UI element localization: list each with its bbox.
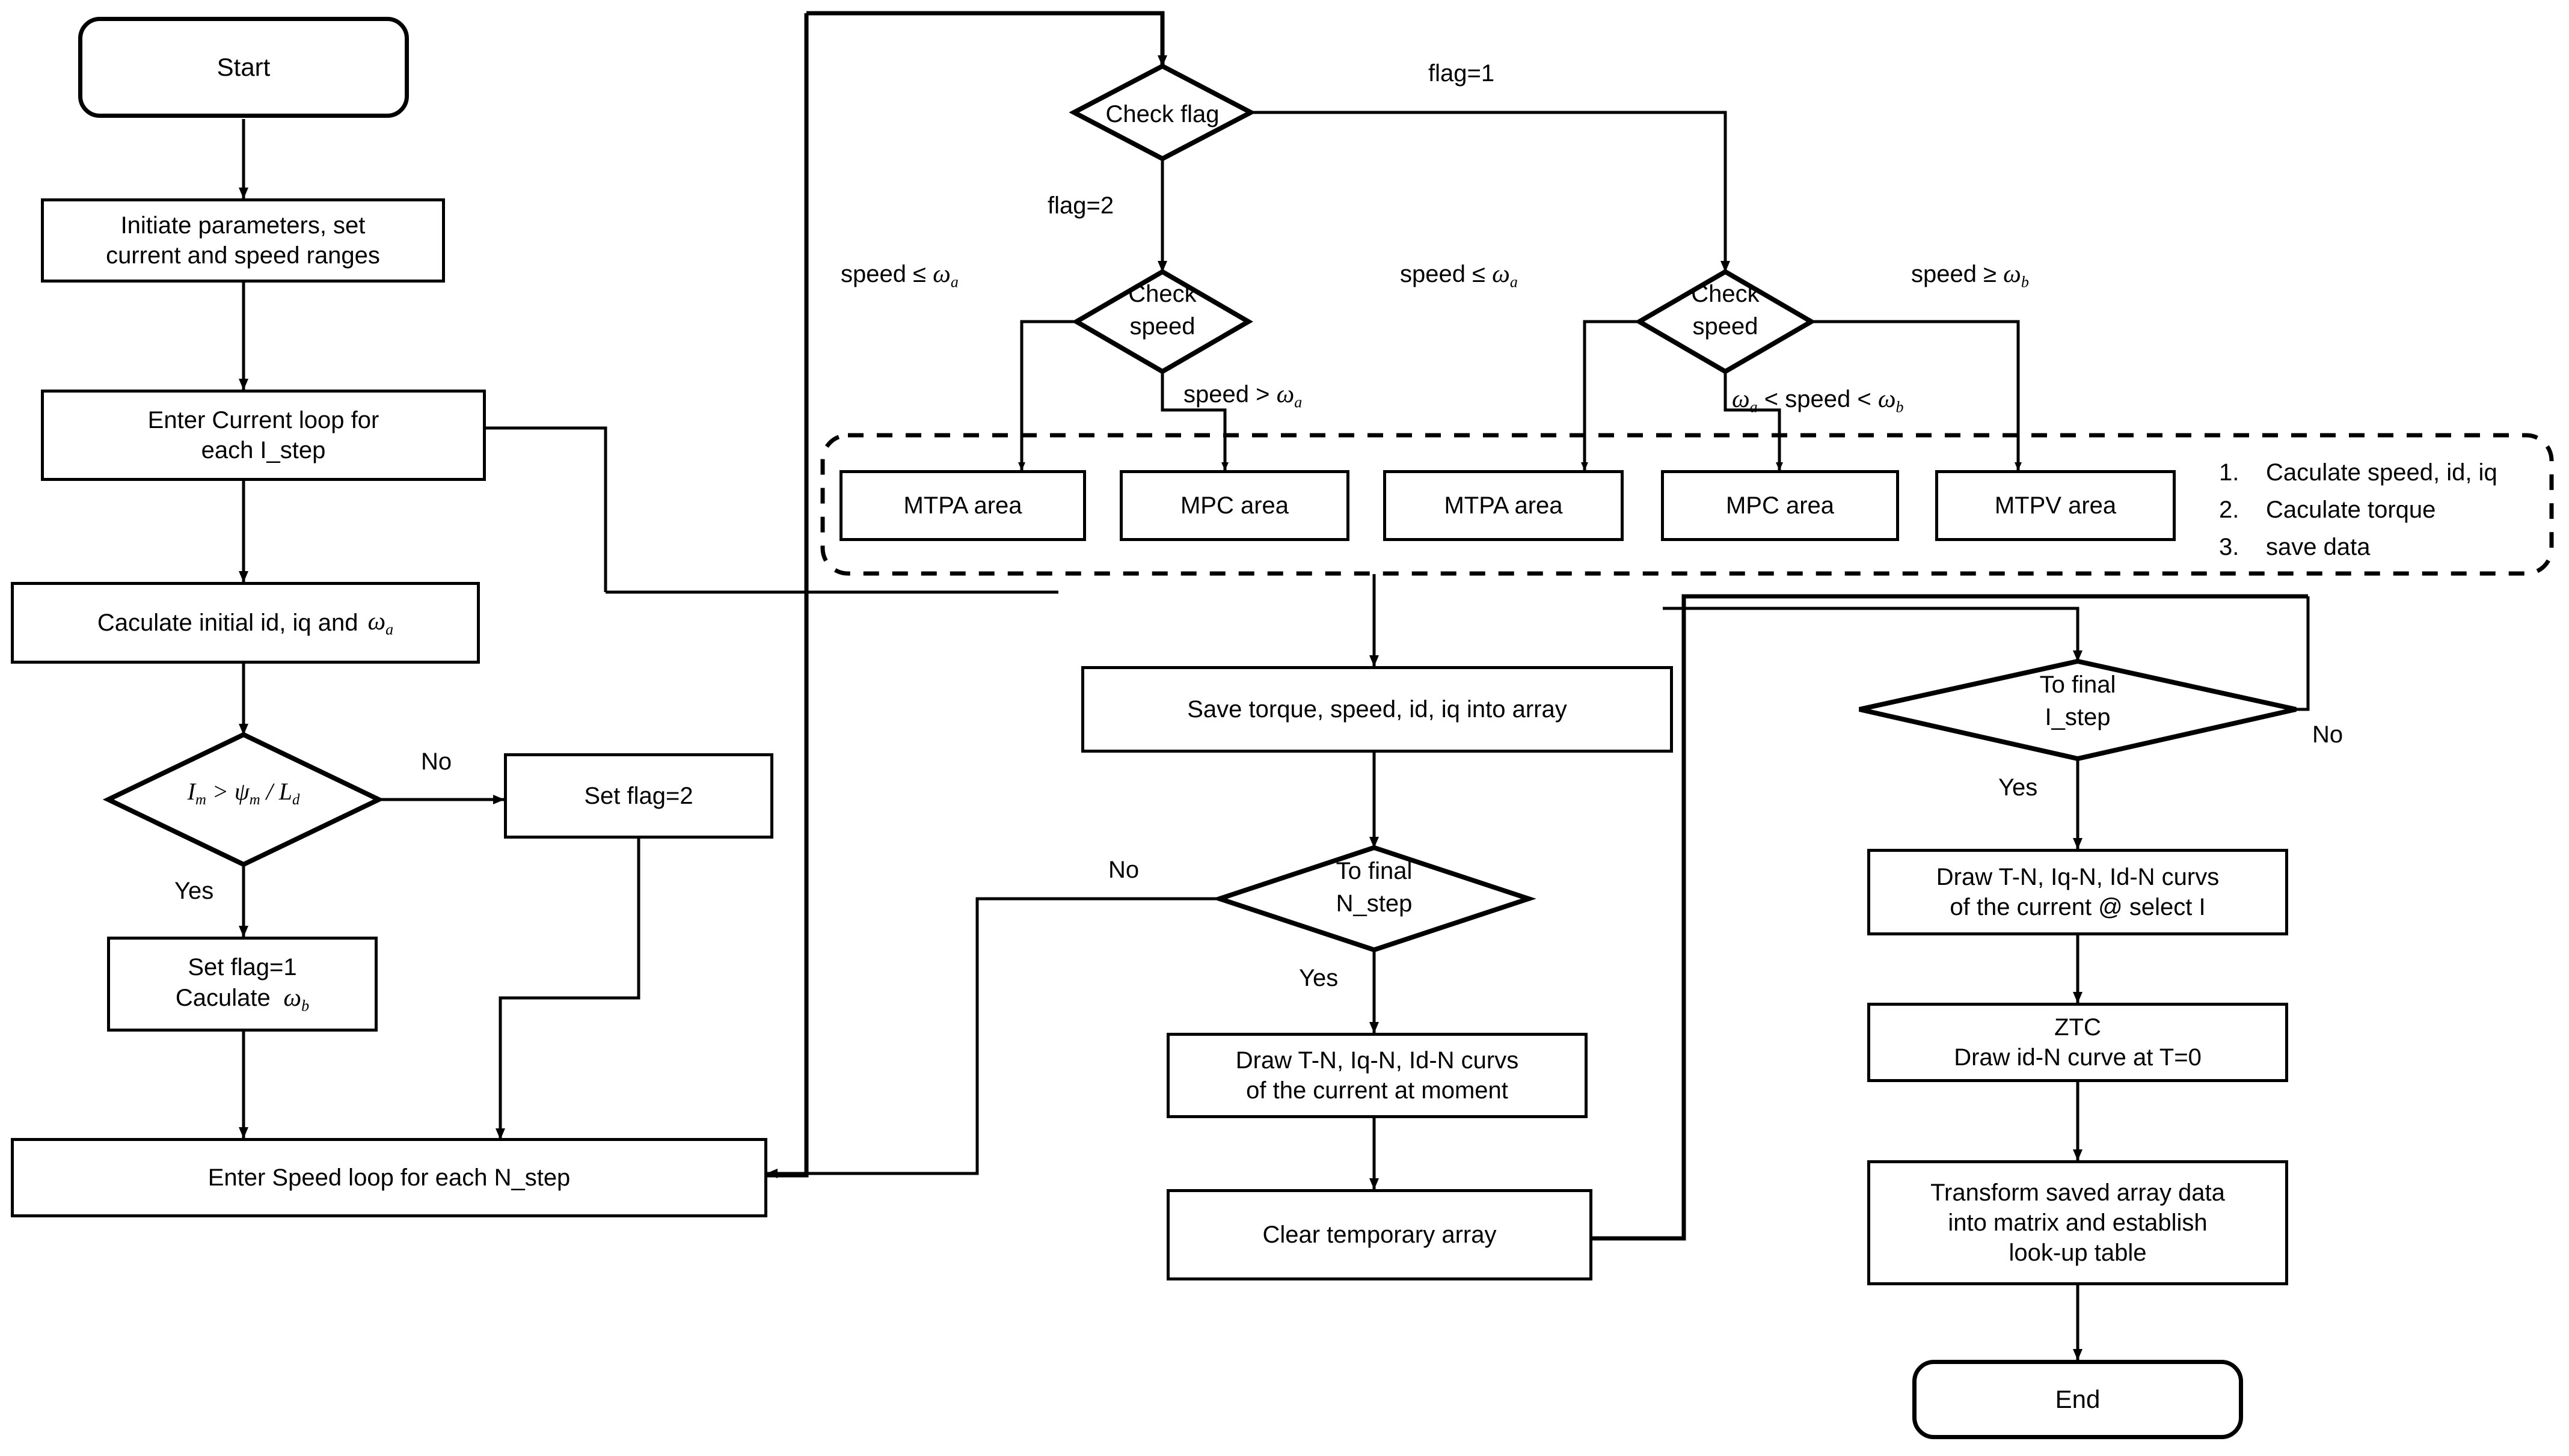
set-flag1-box: Set flag=1 Caculate ωb xyxy=(107,937,378,1032)
decide-istep-label: To final I_step xyxy=(2039,671,2116,730)
draw-select-line-2: of the current @ select I xyxy=(1950,894,2206,920)
edge-label-yes-istep: Yes xyxy=(1998,774,2038,801)
enter-current-loop-box: Enter Current loop for each I_step xyxy=(41,390,486,481)
ztc-line-1: ZTC xyxy=(2054,1014,2101,1041)
start-label: Start xyxy=(216,52,271,81)
edge-label-between-wa-wb: ωa < speed < ωb xyxy=(1732,385,1904,416)
decision-im-label: Im > ψm / Ld xyxy=(187,778,300,808)
list-item: 3. save data xyxy=(2219,534,2371,560)
draw-moment-line-1: Draw T-N, Iq-N, Id-N curvs xyxy=(1235,1047,1519,1074)
edge-label-speed-le-wa-right: speed ≤ ωa xyxy=(1400,260,1518,291)
transform-line-2: into matrix and establish xyxy=(1948,1210,2208,1236)
edge-label-yes-nstep: Yes xyxy=(1299,965,1339,991)
mtpv-right-label: MTPV area xyxy=(1994,492,2117,519)
transform-line-1: Transform saved array data xyxy=(1930,1179,2225,1206)
mpc-left-label: MPC area xyxy=(1180,492,1289,519)
edge-label-speed-le-wa-left: speed ≤ ωa xyxy=(841,260,959,291)
edge-label-yes-1: Yes xyxy=(174,878,214,904)
speed-loop-label: Enter Speed loop for each N_step xyxy=(207,1164,571,1191)
initiate-parameters-box: Initiate parameters, set current and spe… xyxy=(41,198,445,283)
end-terminator: End xyxy=(1912,1360,2243,1439)
clear-array-label: Clear temporary array xyxy=(1262,1222,1497,1248)
transform-box: Transform saved array data into matrix a… xyxy=(1867,1160,2288,1285)
mpc-right-label: MPC area xyxy=(1725,492,1835,519)
end-label: End xyxy=(2055,1384,2101,1413)
current-loop-line-2: each I_step xyxy=(201,437,326,463)
calculate-initial-box: Caculate initial id, iq and ωa xyxy=(11,582,480,664)
enter-speed-loop-box: Enter Speed loop for each N_step xyxy=(11,1138,767,1217)
list-item: 1. Caculate speed, id, iq xyxy=(2219,459,2497,486)
draw-curves-select-box: Draw T-N, Iq-N, Id-N curvs of the curren… xyxy=(1867,849,2288,935)
set-flag2-box: Set flag=2 xyxy=(504,753,773,839)
check-speed-left-label: Check speed xyxy=(1128,281,1197,340)
draw-select-line-1: Draw T-N, Iq-N, Id-N curvs xyxy=(1936,864,2220,890)
mpc-area-left-box: MPC area xyxy=(1120,470,1349,541)
mtpa-area-right-box: MTPA area xyxy=(1383,470,1624,541)
mpc-area-right-box: MPC area xyxy=(1661,470,1899,541)
check-flag-label: Check flag xyxy=(1105,101,1220,127)
ztc-box: ZTC Draw id-N curve at T=0 xyxy=(1867,1003,2288,1082)
set-flag1-line-2: Caculate ωb xyxy=(175,984,310,1015)
decide-nstep-label: To final N_step xyxy=(1336,858,1413,917)
initiate-line-2: current and speed ranges xyxy=(106,242,380,269)
ztc-line-2: Draw id-N curve at T=0 xyxy=(1954,1044,2202,1071)
draw-moment-line-2: of the current at moment xyxy=(1246,1077,1508,1104)
mtpa-left-label: MTPA area xyxy=(903,492,1022,519)
mtpa-area-left-box: MTPA area xyxy=(839,470,1086,541)
set-flag2-label: Set flag=2 xyxy=(584,783,693,809)
omega-b-symbol: ωb xyxy=(277,984,310,1015)
current-loop-line-1: Enter Current loop for xyxy=(147,407,379,433)
clear-array-box: Clear temporary array xyxy=(1167,1189,1592,1280)
calculate-initial-label: Caculate initial id, iq and xyxy=(97,610,358,636)
check-speed-right-label: Check speed xyxy=(1691,281,1760,340)
mtpv-area-right-box: MTPV area xyxy=(1935,470,2176,541)
omega-a-symbol: ωa xyxy=(367,608,394,638)
edge-label-flag-2: flag=2 xyxy=(1048,192,1114,219)
edge-label-no-istep: No xyxy=(2312,721,2343,748)
annotation-list: 1. Caculate speed, id, iq 2. Caculate to… xyxy=(2219,454,2544,566)
list-item: 2. Caculate torque xyxy=(2219,497,2436,523)
initiate-line-1: Initiate parameters, set xyxy=(120,212,366,239)
edge-label-speed-ge-wb: speed ≥ ωb xyxy=(1911,260,2029,291)
edge-label-speed-gt-wa: speed > ωa xyxy=(1183,381,1303,411)
edge-label-no-nstep: No xyxy=(1108,857,1140,883)
set-flag1-line-1: Set flag=1 xyxy=(188,954,297,981)
save-array-label: Save torque, speed, id, iq into array xyxy=(1187,696,1567,723)
edge-label-no-1: No xyxy=(421,748,452,775)
transform-line-3: look-up table xyxy=(2009,1240,2147,1266)
draw-curves-moment-box: Draw T-N, Iq-N, Id-N curvs of the curren… xyxy=(1167,1033,1588,1118)
edge-label-flag-1: flag=1 xyxy=(1428,60,1495,87)
save-array-box: Save torque, speed, id, iq into array xyxy=(1081,666,1673,753)
mtpa-right-label: MTPA area xyxy=(1444,492,1563,519)
start-terminator: Start xyxy=(78,17,409,118)
